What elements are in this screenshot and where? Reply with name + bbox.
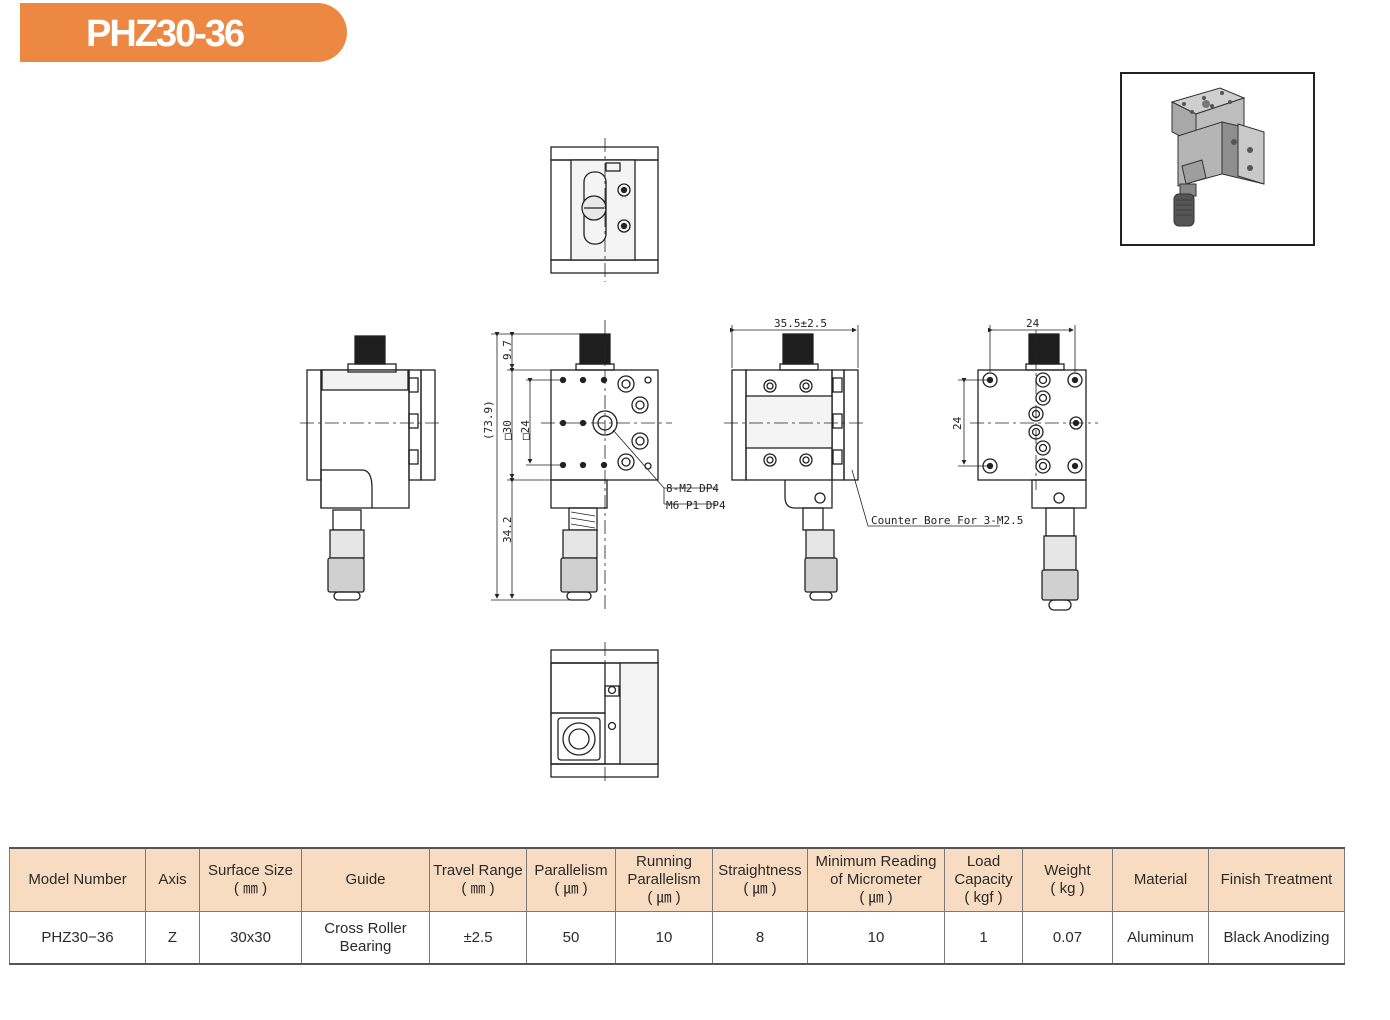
dim-height-top: 9.7: [501, 340, 514, 360]
table-cell: 30x30: [199, 911, 302, 965]
right-side-view-drawing: [724, 325, 1000, 601]
header-text: Parallelism: [627, 871, 701, 888]
table-cell: 10: [615, 911, 713, 965]
header-text: ( ㎜ ): [233, 880, 268, 897]
dim-height-total: (73.9): [482, 400, 495, 440]
cell-text: 10: [655, 928, 673, 946]
cell-text: Bearing: [339, 937, 392, 955]
title-tab: PHZ30-36: [20, 3, 347, 62]
front-view-drawing: [541, 320, 716, 610]
header-text: Travel Range: [433, 862, 523, 879]
header-text: ( ㎛ ): [859, 889, 893, 906]
table-cell: 0.07: [1022, 911, 1113, 965]
header-text: ( ㎛ ): [743, 880, 777, 897]
column-header: Travel Range( ㎜ ): [429, 847, 527, 912]
header-text: of Micrometer: [830, 871, 922, 888]
header-text: ( ㎜ ): [461, 880, 495, 897]
column-header: Surface Size( ㎜ ): [199, 847, 302, 912]
cell-text: Z: [167, 928, 178, 946]
header-text: ( kg ): [1050, 880, 1085, 897]
column-header: Guide: [301, 847, 430, 912]
column-header: Axis: [145, 847, 200, 912]
back-view-drawing: [958, 325, 1098, 611]
dim-back-height: 24: [951, 416, 964, 430]
header-text: Model Number: [28, 871, 127, 888]
column-header: Model Number: [9, 847, 146, 912]
column-header: Parallelism( ㎛ ): [526, 847, 616, 912]
cell-text: 1: [979, 928, 988, 946]
cell-text: 8: [755, 928, 765, 946]
hole-note-1: 8-M2 DP4: [666, 482, 719, 495]
cell-text: ±2.5: [463, 928, 493, 946]
column-header: Material: [1112, 847, 1209, 912]
cell-text: 30x30: [230, 928, 271, 946]
page-title: PHZ30-36: [86, 13, 245, 55]
header-text: Guide: [345, 871, 386, 888]
cell-text: 10: [867, 928, 885, 946]
header-text: ( ㎛ ): [647, 889, 681, 906]
dim-width: 35.5±2.5: [774, 317, 827, 330]
column-header: Weight( kg ): [1022, 847, 1113, 912]
table-cell: 1: [944, 911, 1023, 965]
left-side-view-drawing: [300, 335, 440, 601]
header-text: Capacity: [954, 871, 1013, 888]
header-text: Parallelism: [534, 862, 608, 879]
table-cell: ±2.5: [429, 911, 527, 965]
top-view-drawing: [550, 138, 659, 282]
header-text: Surface Size: [207, 862, 294, 879]
header-text: ( ㎛ ): [554, 880, 588, 897]
table-cell: 8: [712, 911, 808, 965]
front-dimension-lines: [491, 332, 580, 601]
dim-back-width: 24: [1026, 317, 1040, 330]
table-cell: PHZ30−36: [9, 911, 146, 965]
header-text: Finish Treatment: [1220, 871, 1333, 888]
product-photo: [1120, 72, 1315, 246]
column-header: Finish Treatment: [1208, 847, 1345, 912]
header-text: Running: [636, 853, 692, 870]
cell-text: Aluminum: [1127, 928, 1194, 946]
cell-text: Black Anodizing: [1223, 928, 1330, 946]
header-text: Axis: [158, 871, 187, 888]
hole-note-2: M6 P1 DP4: [666, 499, 726, 512]
table-cell: Aluminum: [1112, 911, 1209, 965]
cell-text: 0.07: [1052, 928, 1083, 946]
dim-height-bottom: 34.2: [501, 517, 514, 544]
technical-drawings: 9.7 (73.9) □30 □24 34.2 8-M2 DP4 M6 P1 D…: [300, 138, 1098, 785]
header-text: Material: [1133, 871, 1188, 888]
cell-text: 50: [562, 928, 580, 946]
counter-bore-note: Counter Bore For 3-M2.5: [871, 514, 1023, 527]
bottom-view-drawing: [550, 642, 659, 785]
table-cell: Z: [145, 911, 200, 965]
header-text: ( kgf ): [964, 889, 1003, 906]
cell-text: PHZ30−36: [41, 928, 114, 946]
header-text: Load: [966, 853, 1001, 870]
table-cell: 50: [526, 911, 616, 965]
table-cell: Black Anodizing: [1208, 911, 1345, 965]
header-text: Weight: [1044, 862, 1091, 879]
table-cell: 10: [807, 911, 945, 965]
header-text: Minimum Reading: [815, 853, 937, 870]
cell-text: Cross Roller: [324, 919, 407, 937]
header-text: Straightness: [718, 862, 802, 879]
dim-square-30: □30: [501, 420, 514, 440]
dim-square-24: □24: [519, 420, 532, 440]
column-header: Straightness( ㎛ ): [712, 847, 808, 912]
